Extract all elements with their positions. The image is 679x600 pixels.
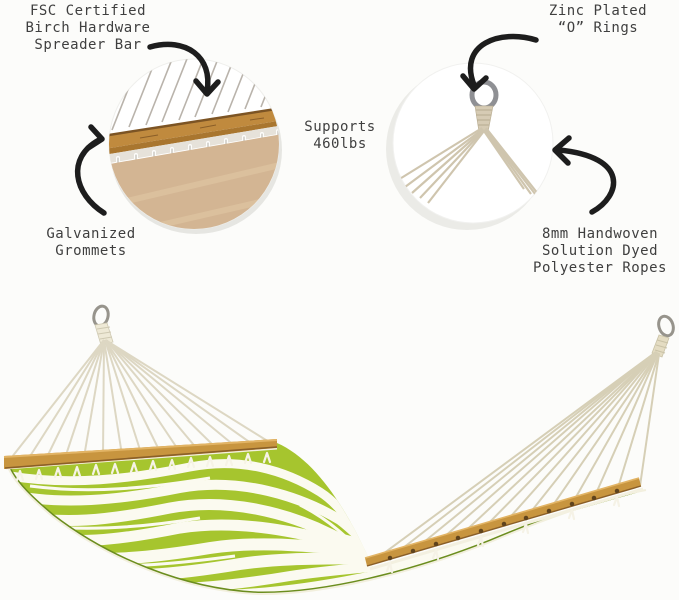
left-hanging-ring [92, 304, 114, 346]
right-grommet-ties [385, 495, 621, 574]
arrow-grommets-icon [74, 124, 107, 216]
detail-ropes-fan [397, 127, 547, 205]
spreader-bar-detail-circle [108, 58, 282, 234]
left-grommet-ties [15, 451, 272, 482]
callout-arrows [74, 33, 617, 216]
right-hanging-ring [651, 314, 675, 358]
o-ring-detail-circle [386, 62, 554, 230]
detail-spreader-bar [109, 106, 279, 155]
callout-ropes-label: 8mm Handwoven Solution Dyed Polyester Ro… [533, 226, 667, 276]
hammock-product [3, 304, 675, 596]
callout-grommets-label: Galvanized Grommets [46, 226, 136, 259]
left-rope-fan [7, 339, 275, 463]
arrow-ropes-icon [552, 135, 617, 215]
right-bar-grommet-holes [387, 488, 620, 561]
arrow-spreader-bar-icon [147, 41, 221, 97]
detail-grommets-row [109, 125, 279, 167]
right-rope-fan [367, 351, 660, 566]
hammock-fabric [5, 443, 647, 596]
left-spreader-bar [3, 439, 278, 482]
callout-supports-label: Supports 460lbs [304, 119, 376, 152]
callout-spreader-bar-label: FSC Certified Birch Hardware Spreader Ba… [25, 3, 151, 53]
right-spreader-bar [364, 477, 644, 574]
rope-knot [474, 105, 494, 133]
fabric-edge-binding [5, 460, 647, 596]
arrow-o-rings-icon [460, 33, 539, 92]
callout-o-rings-label: Zinc Plated “O” Rings [548, 3, 648, 36]
